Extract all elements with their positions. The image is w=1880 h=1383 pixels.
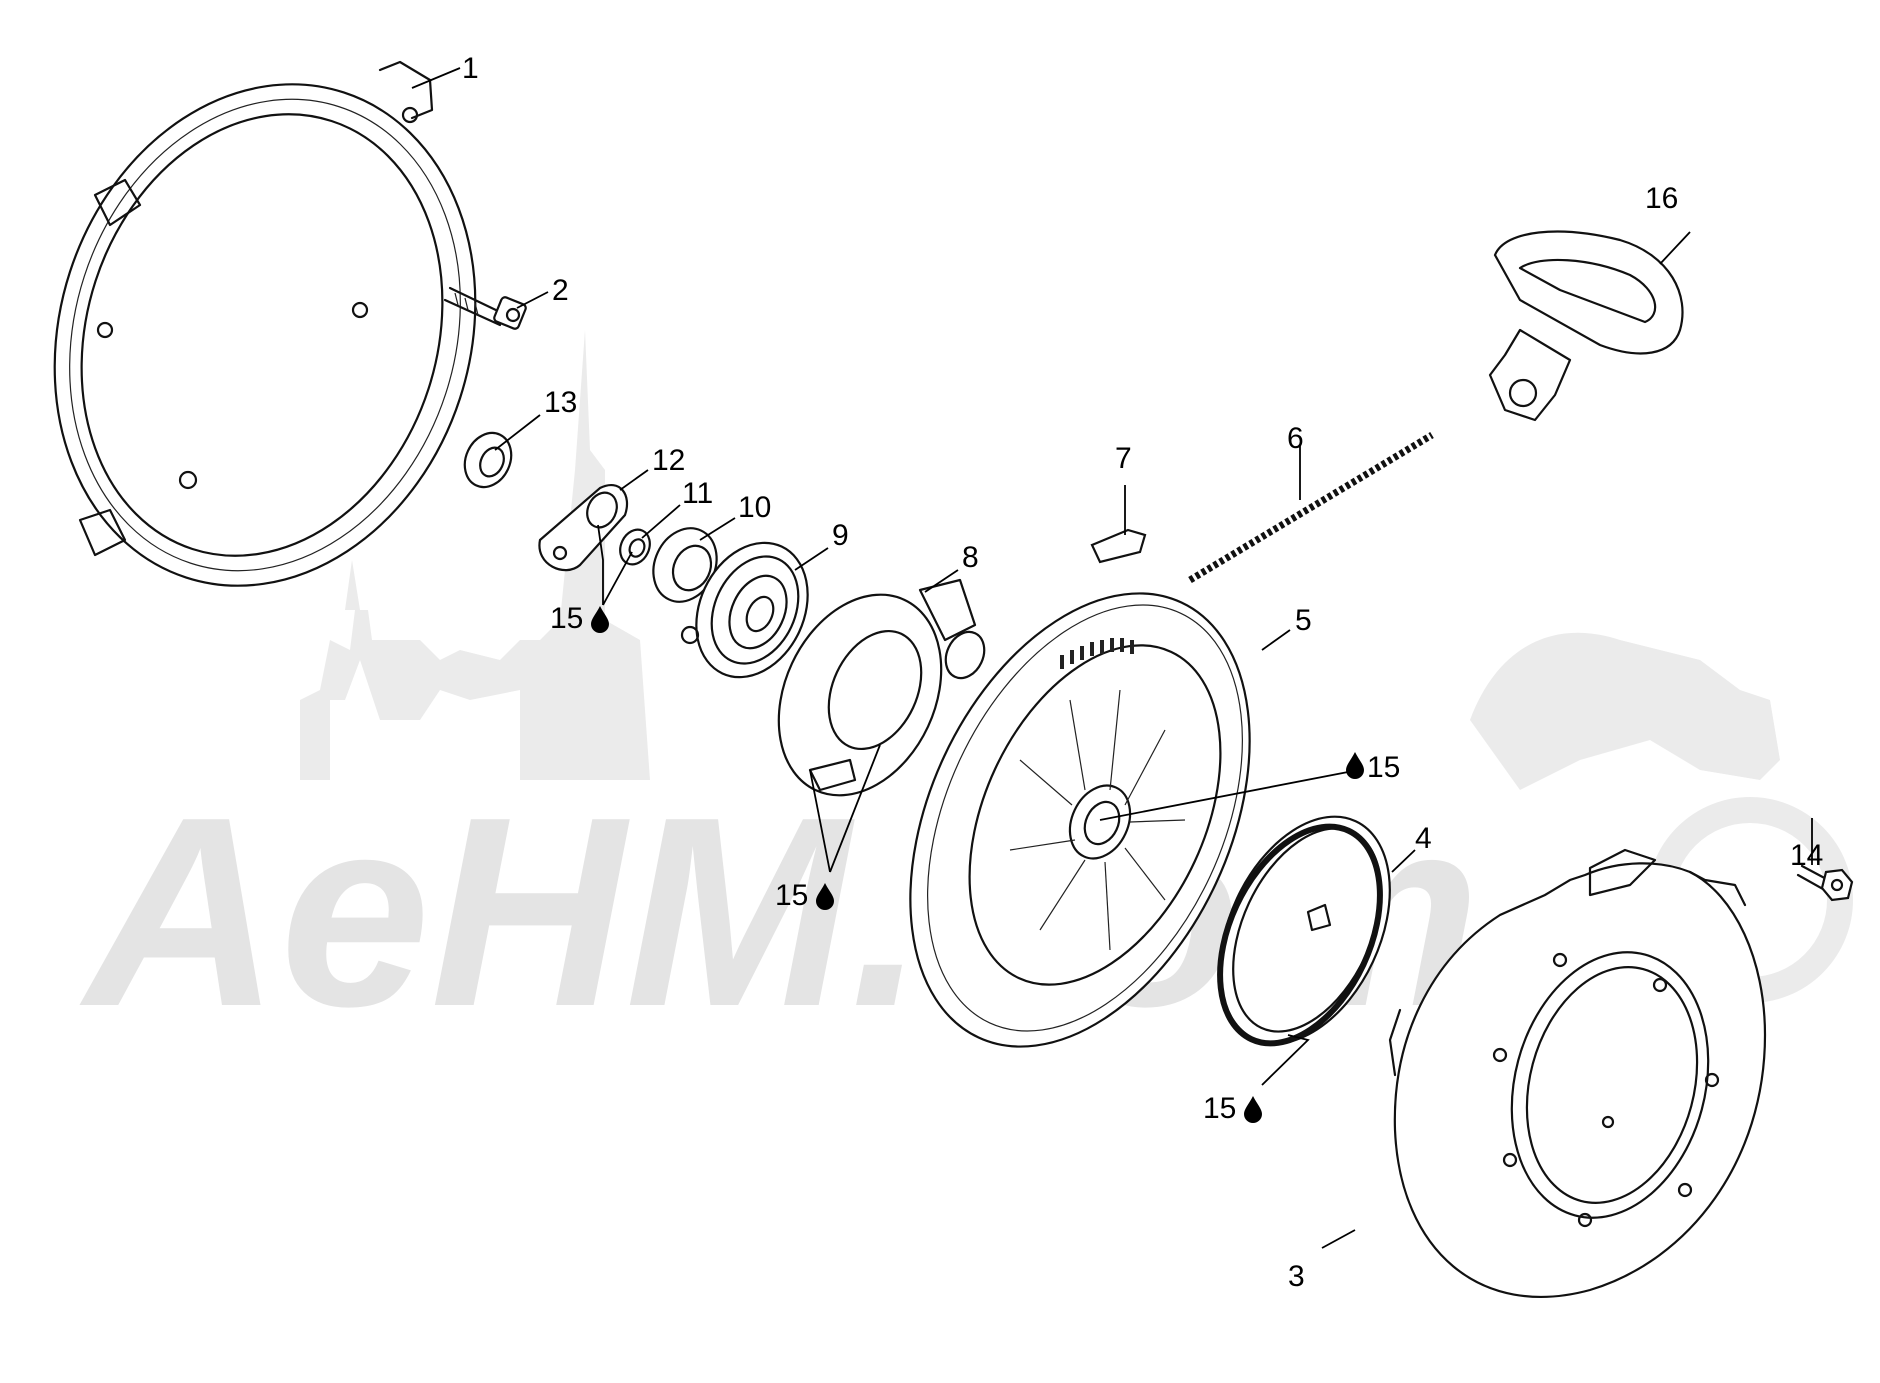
part-6-starter-rope [1188,431,1434,584]
part-5-rope-pulley [909,592,1251,1048]
part-9-spring-cassette [680,541,809,679]
part-1-housing-ring [53,60,477,587]
lube-callout-d-number: 15 [1203,1092,1236,1125]
part-3-cover [1388,848,1767,1299]
callout-3: 3 [1288,1260,1305,1293]
lube-callout-a: 15 [550,602,609,635]
watermark-church-silhouette [300,330,650,780]
callout-1: 1 [462,52,479,85]
callout-4: 4 [1415,822,1432,855]
callout-16: 16 [1645,182,1678,215]
part-10-bushing [652,527,718,603]
part-13-retaining-nut [463,431,513,489]
part-2-bolt [443,286,527,330]
callouts: 1 2 3 4 5 6 7 8 9 10 11 12 13 14 16 15 1… [462,52,1823,1293]
lube-callout-a-number: 15 [550,602,583,635]
lube-callout-b: 15 [775,879,834,912]
oil-drop-icon [1346,752,1364,779]
lube-callout-b-number: 15 [775,879,808,912]
callout-12: 12 [652,444,685,477]
lube-callout-c: 15 [1346,751,1400,784]
part-14-bolt [1796,864,1854,902]
oil-drop-icon [1244,1096,1262,1123]
callout-10: 10 [738,491,771,524]
callout-13: 13 [544,386,577,419]
part-16-starter-handle [1488,230,1684,422]
leader-lines [411,67,1813,1249]
callout-6: 6 [1287,422,1304,455]
callout-7: 7 [1115,442,1132,475]
callout-9: 9 [832,519,849,552]
callout-11: 11 [682,477,713,510]
lube-callout-d: 15 [1203,1092,1262,1125]
callout-14: 14 [1790,839,1823,872]
oil-drop-icon [591,606,609,633]
callout-5: 5 [1295,604,1312,637]
callout-2: 2 [552,274,569,307]
oil-drop-icon [816,883,834,910]
callout-8: 8 [962,541,979,574]
part-8-pawl-housing [777,578,986,797]
lube-callout-c-number: 15 [1367,751,1400,784]
part-4-spring-ring [1217,815,1391,1047]
part-7-key [1090,528,1147,564]
part-12-plate [538,483,629,572]
